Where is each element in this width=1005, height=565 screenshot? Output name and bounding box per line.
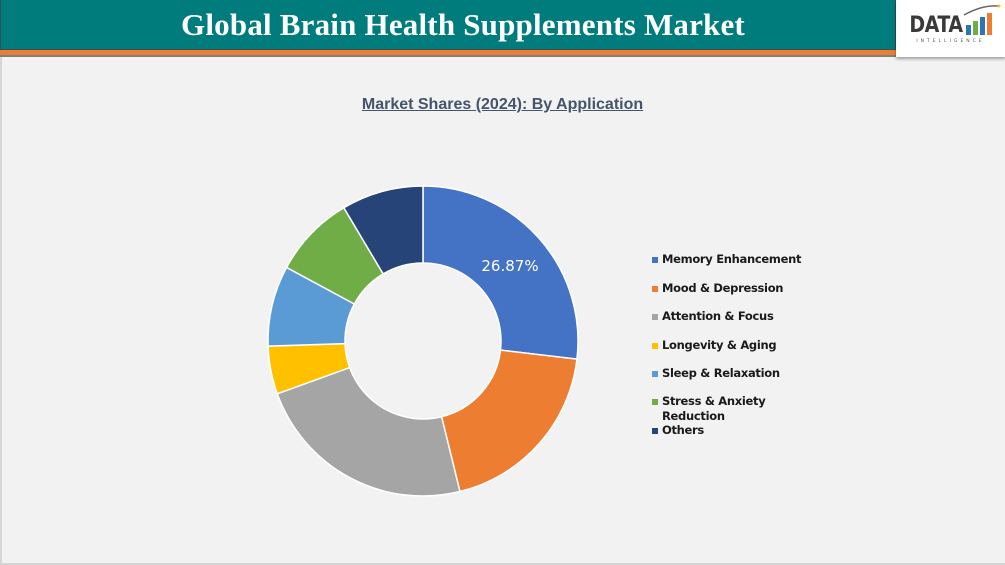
legend-swatch-icon <box>652 343 658 349</box>
accent-stripe <box>0 50 896 55</box>
legend-swatch-icon <box>652 314 658 320</box>
logo-text: DATA <box>909 12 963 38</box>
legend-item: Attention & Focus <box>652 309 774 324</box>
donut-slice-memory-enhancement <box>422 185 579 361</box>
legend-label: Stress & Anxiety Reduction <box>662 394 766 423</box>
legend-swatch-icon <box>652 399 658 405</box>
legend-label: Mood & Depression <box>662 281 784 295</box>
brand-logo: DATA INTELLIGENCE <box>896 0 1005 57</box>
title-bar: Global Brain Health Supplements Market <box>0 0 896 50</box>
logo-subtext: INTELLIGENCE <box>916 39 985 44</box>
legend-label: Attention & Focus <box>662 309 774 323</box>
header-divider <box>0 55 1005 57</box>
donut-slice-attention-focus <box>276 366 461 497</box>
legend-item: Memory Enhancement <box>652 252 801 267</box>
legend-label: Longevity & Aging <box>662 338 777 352</box>
legend-item: Longevity & Aging <box>652 338 777 353</box>
legend-swatch-icon <box>652 257 658 263</box>
legend-item: Stress & Anxiety Reduction <box>652 394 766 424</box>
legend-swatch-icon <box>652 286 658 292</box>
logo-bars-icon <box>963 4 1001 35</box>
legend-swatch-icon <box>652 371 658 377</box>
legend-item: Others <box>652 423 704 438</box>
legend-label: Others <box>662 423 704 437</box>
legend-item: Mood & Depression <box>652 281 783 296</box>
legend-label: Memory Enhancement <box>662 252 802 266</box>
legend-item: Sleep & Relaxation <box>652 366 780 381</box>
header-banner: Global Brain Health Supplements Market <box>0 0 896 57</box>
logo-arc-icon <box>963 4 1001 16</box>
legend-swatch-icon <box>652 428 658 434</box>
page-title: Global Brain Health Supplements Market <box>181 6 745 42</box>
donut-slice-mood-depression <box>440 349 578 493</box>
chart-title: Market Shares (2024): By Application <box>361 96 644 113</box>
data-label: 26.87% <box>481 257 538 275</box>
donut-slice-others <box>342 185 424 275</box>
legend-label: Sleep & Relaxation <box>662 366 780 380</box>
